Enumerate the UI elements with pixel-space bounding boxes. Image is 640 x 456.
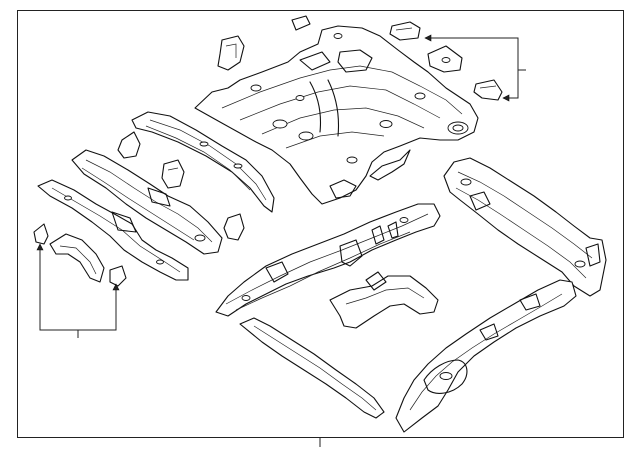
- callout-top-right: [424, 34, 526, 102]
- right-frame-extension: [395, 279, 577, 433]
- left-sill-extension: [239, 317, 385, 419]
- tunnel-reinforcement: [131, 111, 275, 213]
- rear-floor-pan: [194, 15, 479, 205]
- floor-brackets-top-right: [389, 21, 503, 101]
- right-side-rail: [443, 157, 607, 297]
- seat-crossmember: [37, 179, 189, 281]
- rear-crossmember: [215, 203, 441, 317]
- floor-bracket-small: [117, 131, 245, 241]
- callout-left: [36, 243, 120, 338]
- left-brackets: [33, 223, 127, 287]
- center-brace: [329, 271, 439, 329]
- front-floor-crossmember: [71, 149, 223, 255]
